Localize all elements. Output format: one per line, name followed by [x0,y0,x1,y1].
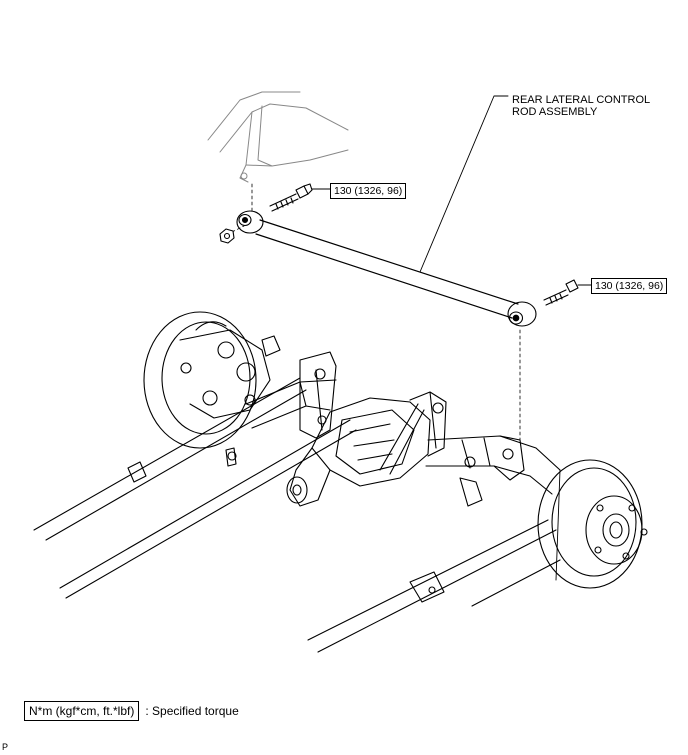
alignment-lines [231,183,521,441]
left-bolt [269,183,331,212]
callout-leader [419,95,509,273]
rod-assembly-callout: REAR LATERAL CONTROL ROD ASSEMBLY [512,94,650,118]
right-longitudinal-rods [307,519,561,653]
torque-legend: N*m (kgf*cm, ft.*lbf) : Specified torque [24,701,239,721]
lateral-control-rod [236,210,537,327]
left-longitudinal-rods [33,377,357,599]
axle-housing-right [425,435,561,507]
legend-description: : Specified torque [145,704,239,718]
upper-arm-brackets [379,391,447,475]
right-brake-disc [537,459,648,589]
corner-mark: P [2,742,9,752]
callout-line-2: ROD ASSEMBLY [512,106,598,118]
torque-label-left: 130 (1326, 96) [330,183,407,199]
axle-housing-left [225,351,337,467]
torque-label-right: 130 (1326, 96) [591,278,668,294]
differential-carrier [286,397,431,507]
left-brake-backing-plate [143,311,281,449]
right-bolt [543,279,595,306]
callout-line-1: REAR LATERAL CONTROL [512,94,651,106]
frame-bracket [207,91,349,183]
legend-unit-box: N*m (kgf*cm, ft.*lbf) [24,701,140,721]
left-nut [219,228,235,244]
